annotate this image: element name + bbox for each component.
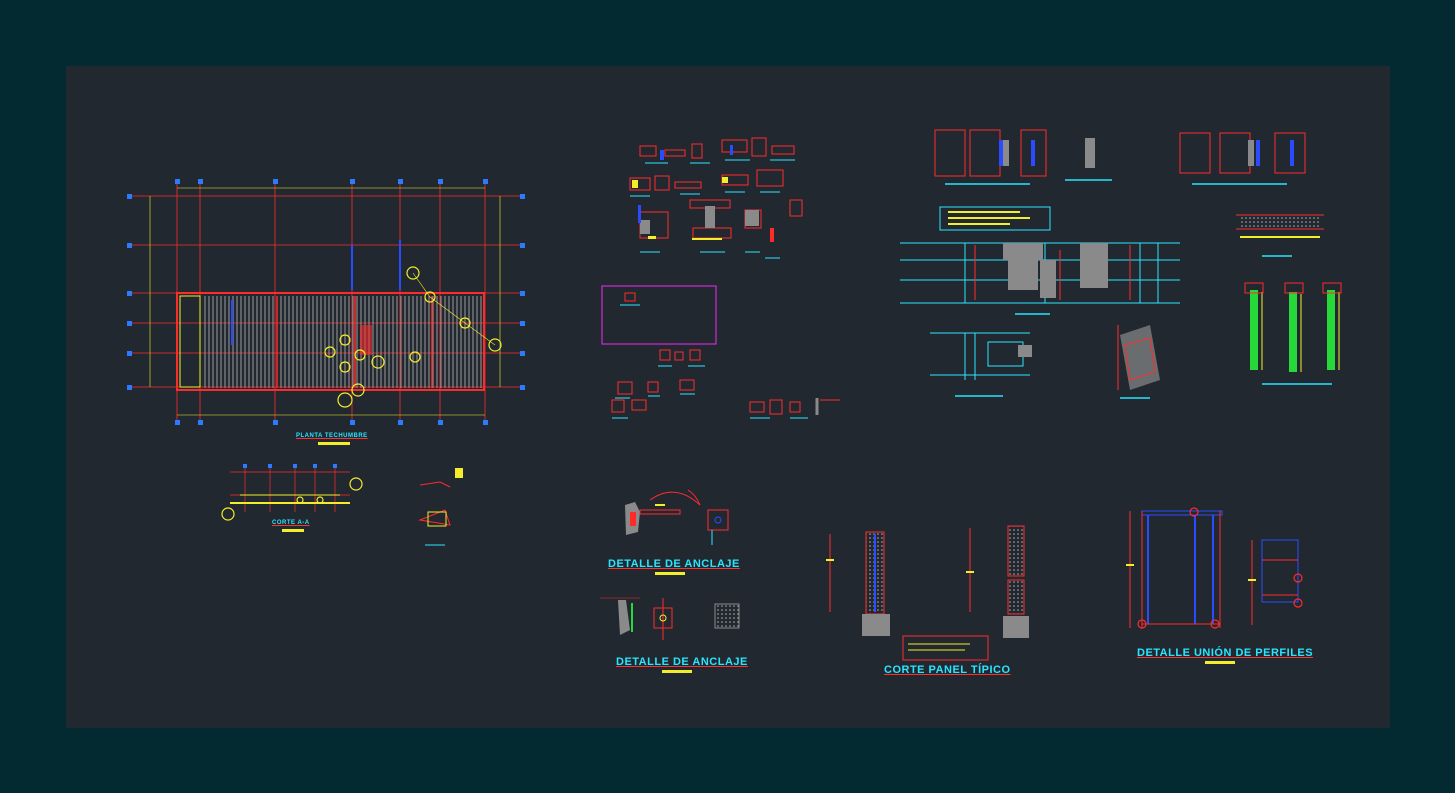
title-anchor-detail-1: DETALLE DE ANCLAJE xyxy=(608,558,740,570)
title-underline xyxy=(318,442,350,445)
typical-panel-section xyxy=(826,525,1029,661)
title-underline xyxy=(282,529,304,532)
anchor-detail-2 xyxy=(600,597,740,640)
title-typical-panel-section: CORTE PANEL TÍPICO xyxy=(884,664,1011,676)
section-a-a xyxy=(221,464,463,546)
profile-joint-detail xyxy=(1126,507,1303,629)
title-corte-a: CORTE A-A xyxy=(272,520,310,526)
title-planta: PLANTA TECHUMBRE xyxy=(296,433,368,439)
title-underline xyxy=(655,572,685,575)
title-underline xyxy=(662,670,692,673)
title-anchor-detail-2: DETALLE DE ANCLAJE xyxy=(616,656,748,668)
small-details-cluster xyxy=(601,137,840,419)
title-underline xyxy=(1205,661,1235,664)
structure-elevations xyxy=(900,129,1342,399)
title-profile-joint: DETALLE UNIÓN DE PERFILES xyxy=(1137,647,1314,659)
anchor-detail-1 xyxy=(625,489,729,545)
roof-plan xyxy=(127,179,525,425)
